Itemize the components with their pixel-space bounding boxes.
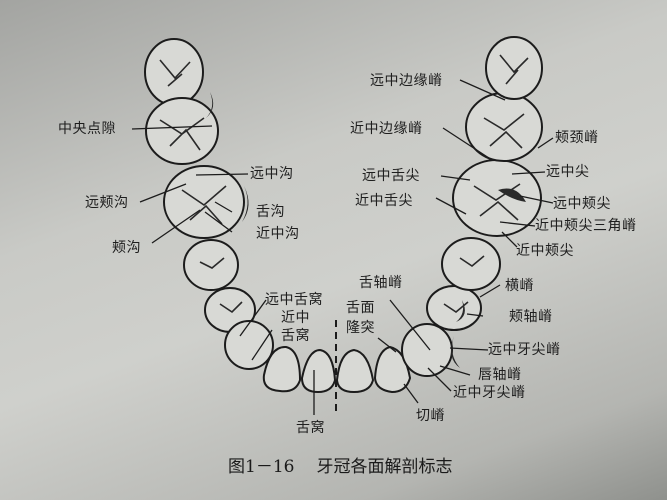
tooth-left-molar-2 — [145, 97, 219, 165]
label-distal-cusp: 远中尖 — [546, 164, 590, 180]
figure-number: 图1－16 — [228, 457, 295, 477]
label-buccal-groove: 颊沟 — [112, 240, 141, 256]
label-distolingual-cusp: 远中舌尖 — [362, 168, 420, 184]
label-lingual-groove: 舌沟 — [256, 204, 285, 220]
label-mesiobuccal-cusp-triangular-ridge: 近中颊尖三角嵴 — [535, 218, 637, 234]
tooth-left-canine — [224, 320, 274, 370]
label-mesial-marginal-ridge: 近中边缘嵴 — [350, 121, 423, 137]
tooth-left-molar-3 — [144, 38, 204, 106]
label-labial-axial-ridge: 唇轴嵴 — [478, 367, 522, 383]
tooth-left-central-incisor — [300, 348, 337, 394]
tooth-left-premolar-2 — [183, 239, 239, 291]
figure-title: 牙冠各面解剖标志 — [316, 457, 453, 477]
label-distal-marginal-ridge: 远中边缘嵴 — [370, 73, 443, 89]
tooth-left-lateral-incisor — [262, 345, 302, 393]
label-mesiolingual-cusp: 近中舌尖 — [355, 193, 413, 209]
label-distal-groove: 远中沟 — [250, 166, 294, 182]
tooth-right-central-incisor — [335, 348, 375, 394]
label-lingual-surface-line2: 隆突 — [346, 320, 375, 336]
tooth-right-premolar-1 — [426, 285, 482, 331]
figure-caption: 图1－16 牙冠各面解剖标志 — [228, 452, 474, 477]
label-distal-lingual-fossa: 远中舌窝 — [265, 292, 323, 308]
tooth-right-canine — [401, 323, 453, 377]
label-transverse-ridge: 横嵴 — [505, 278, 534, 294]
tooth-right-lateral-incisor — [373, 345, 412, 394]
label-central-fossa-point: 中央点隙 — [58, 121, 116, 137]
label-mesial-cusp-ridge: 近中牙尖嵴 — [453, 385, 526, 401]
label-buccal-axial-ridge: 颊轴嵴 — [509, 309, 553, 325]
label-mesial-groove: 近中沟 — [256, 226, 300, 242]
label-mesial-lingual-fossa-line1: 近中 — [281, 310, 310, 326]
label-lingual-axial-ridge: 舌轴嵴 — [359, 275, 403, 291]
label-lingual-surface-line1: 舌面 — [346, 300, 375, 316]
label-buccal-cervical-ridge: 颊颈嵴 — [555, 130, 599, 146]
label-incisal-ridge: 切嵴 — [416, 408, 445, 424]
label-distal-cusp-ridge: 远中牙尖嵴 — [488, 342, 561, 358]
tooth-left-molar-1 — [163, 165, 245, 239]
label-mesial-lingual-fossa-line2: 舌窝 — [281, 328, 310, 344]
label-distobuccal-groove: 远颊沟 — [85, 195, 129, 211]
tooth-right-molar-3 — [485, 36, 543, 100]
label-distobuccal-cusp: 远中颊尖 — [553, 196, 611, 212]
tooth-right-premolar-2 — [441, 237, 501, 291]
label-mesiobuccal-cusp: 近中颊尖 — [516, 243, 574, 259]
label-lingual-fossa: 舌窝 — [296, 420, 325, 436]
